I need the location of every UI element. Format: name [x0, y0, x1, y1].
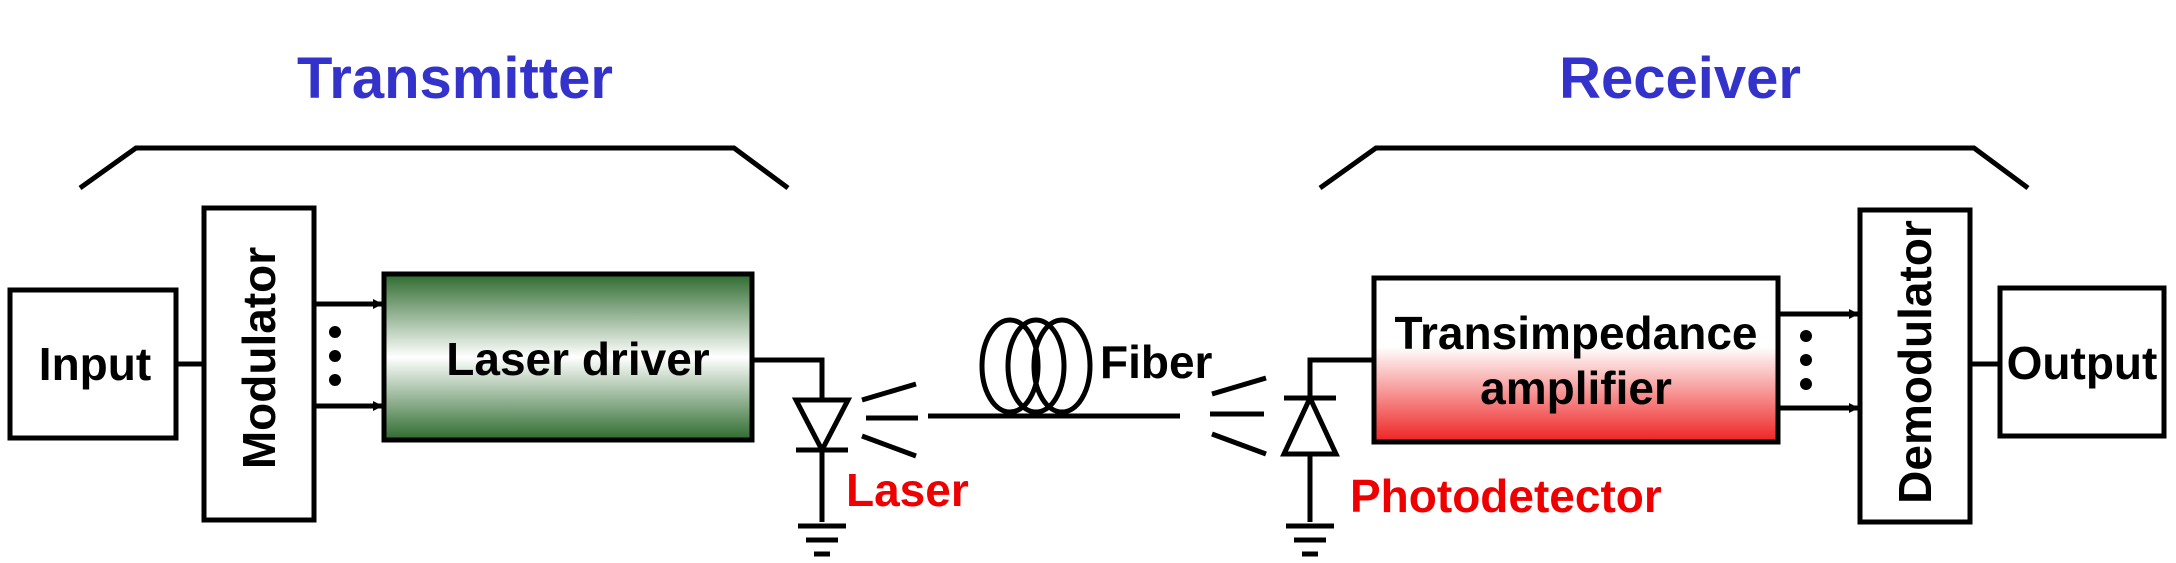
- receiver-bracket: [1318, 145, 2030, 191]
- output-label: Output: [2007, 337, 2158, 389]
- laser-driver-label: Laser driver: [446, 333, 709, 385]
- photodetector-label: Photodetector: [1350, 470, 1662, 522]
- receiver-title: Receiver: [1559, 46, 1801, 111]
- laser-emission-rays-icon: [861, 381, 918, 459]
- photodetector-incoming-rays-icon: [1210, 375, 1267, 457]
- laser-ground-icon: [798, 523, 846, 557]
- photodetector-diode-icon: [1280, 360, 1340, 522]
- modulator-label: Modulator: [233, 247, 285, 469]
- photodetector-ground-icon: [1286, 523, 1334, 557]
- modulator-block: [201, 205, 317, 523]
- fiber-label: Fiber: [1100, 336, 1213, 388]
- laser-label: Laser: [846, 464, 969, 516]
- laser-diode-icon: [791, 397, 853, 522]
- tia-label-line2: amplifier: [1480, 362, 1672, 414]
- input-block: [7, 287, 179, 441]
- transmitter-title: Transmitter: [297, 46, 613, 111]
- demodulator-label: Demodulator: [1889, 220, 1941, 504]
- modulator-ellipsis-dots: [329, 326, 341, 386]
- laser-driver-block: [381, 271, 755, 443]
- transmitter-bracket: [78, 145, 790, 191]
- tia-label-line1: Transimpedance: [1394, 307, 1757, 359]
- demodulator-block: [1857, 207, 1973, 525]
- photodetector-to-tia-wire: [1307, 357, 1374, 363]
- tia-ellipsis-dots: [1800, 330, 1812, 390]
- driver-to-laser-wire: [752, 357, 825, 400]
- output-block: [1997, 285, 2167, 439]
- fiber-coil-icon: [979, 317, 1093, 415]
- input-label: Input: [39, 338, 151, 390]
- tia-block: [1371, 275, 1781, 445]
